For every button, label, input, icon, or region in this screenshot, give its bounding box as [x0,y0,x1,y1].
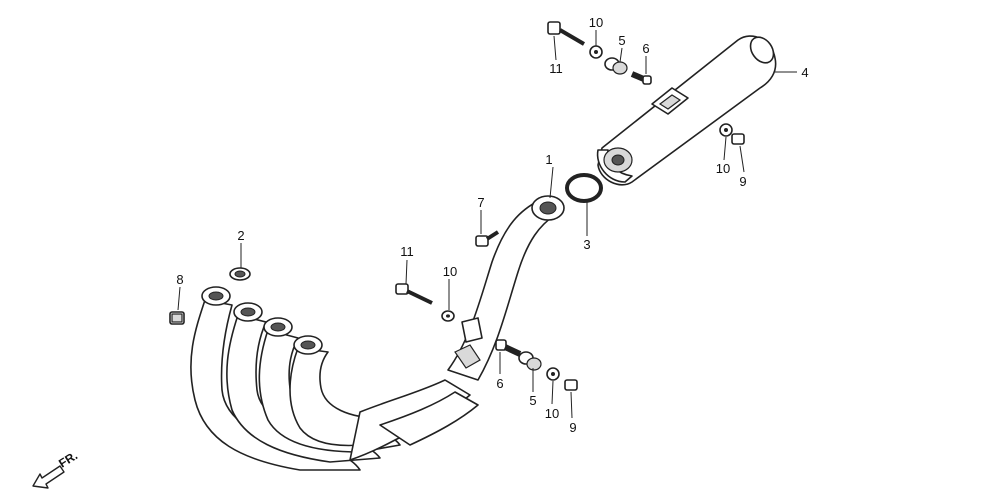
washer-10-upper [589,45,603,59]
leader-lines [177,30,797,419]
label-part-4: 4 [801,65,808,80]
label-part-3: 3 [583,237,590,252]
label-part-10-lower: 10 [545,406,559,421]
exhaust-pipe-assembly [190,195,565,471]
gasket-3 [565,173,603,203]
label-part-2: 2 [237,228,244,243]
label-part-10-right: 10 [716,161,730,176]
bolt-6-upper [630,71,652,85]
label-part-9-right: 9 [739,174,746,189]
label-part-5-lower: 5 [529,393,536,408]
label-part-9-lower: 9 [569,420,576,435]
bolt-7 [475,230,500,247]
front-direction-indicator: FR. [32,448,80,489]
front-arrow-icon [32,465,65,489]
washer-10-mid [441,310,455,322]
bolt-11-upper [547,21,586,46]
label-part-11-lower: 11 [400,244,414,259]
muffler-4 [596,35,777,186]
label-part-10-upper: 10 [589,15,603,30]
nut-9-right [731,133,745,145]
bolt-6-lower [495,339,522,357]
label-part-1: 1 [545,152,552,167]
nut-8 [169,311,185,325]
washer-10-lower [546,367,560,381]
nut-9-lower [564,379,578,391]
collar-5-upper [604,57,628,75]
label-part-10-mid: 10 [443,264,457,279]
label-part-6-upper: 6 [642,41,649,56]
label-part-7: 7 [477,195,484,210]
collar-5-lower [518,351,542,371]
washer-10-right [719,123,733,137]
label-part-5-upper: 5 [618,33,625,48]
label-part-6-lower: 6 [496,376,503,391]
bolt-11-lower [395,283,433,305]
label-part-8: 8 [176,272,183,287]
gasket-2 [229,267,251,281]
label-part-11-upper: 11 [549,61,563,76]
